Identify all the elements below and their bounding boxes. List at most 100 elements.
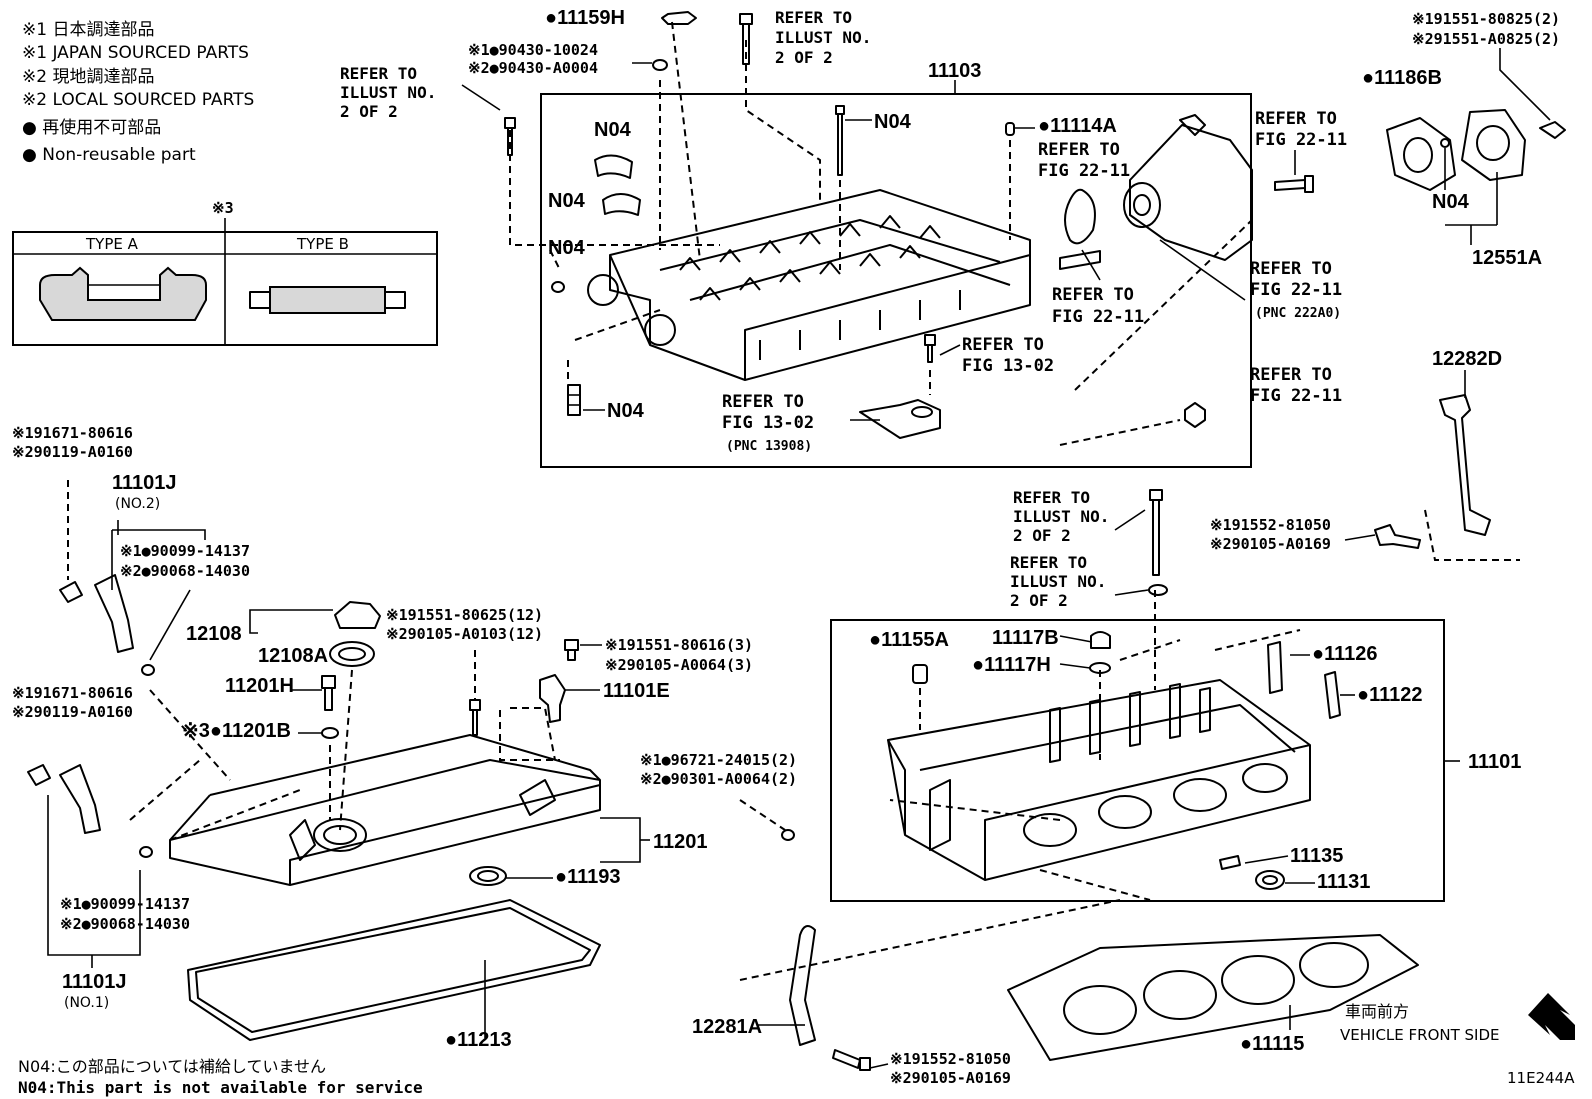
label-11101J-top: 11101J: [112, 472, 177, 494]
camshaft-box-hardware: [835, 105, 1314, 446]
label-ref-r2-a: REFER TO: [1010, 553, 1087, 572]
label-ref-top-3: 2 OF 2: [775, 48, 833, 67]
label-ref-fig5-b: FIG 22-11: [1250, 386, 1342, 406]
label-n04-a: N04: [594, 119, 632, 141]
camshaft-housing-drawing: [587, 189, 1031, 381]
label-290119-A0160-b: ※290119-A0160: [12, 703, 133, 721]
type-b-label: TYPE B: [296, 235, 349, 253]
label-191552-81050-top: ※191552-81050: [1210, 516, 1331, 534]
label-ref-left-1: REFER TO: [340, 64, 417, 83]
label-ref-fig5-a: REFER TO: [1250, 365, 1332, 385]
label-ref-fig13-a: REFER TO: [962, 335, 1044, 355]
label-n04-d: N04: [607, 400, 645, 422]
label-12281A: 12281A: [692, 1016, 762, 1038]
label-90099-bot: ※1●90099-14137: [60, 895, 190, 913]
label-ref-left-3: 2 OF 2: [340, 102, 398, 121]
legend-line-6: ● Non-reusable part: [22, 145, 196, 165]
label-11114A: ●11114A: [1038, 115, 1117, 137]
label-ref-fig2-a: REFER TO: [1255, 109, 1337, 129]
label-11101J-bot: 11101J: [62, 971, 127, 993]
label-290105-A0064: ※290105-A0064(3): [605, 656, 753, 674]
label-12282D: 12282D: [1432, 348, 1502, 370]
label-n04-c: N04: [548, 237, 586, 259]
label-11117B: 11117B: [992, 627, 1059, 649]
label-11201H: 11201H: [225, 675, 294, 697]
label-11101E: 11101E: [603, 680, 670, 702]
legend-line-1: ※1 日本調達部品: [22, 20, 154, 40]
label-ref-fig13-e: (PNC 13908): [726, 439, 812, 454]
label-front-jp: 車両前方: [1345, 1002, 1409, 1021]
head-gasket-drawing: [739, 869, 1419, 1061]
label-ref-r1-c: 2 OF 2: [1013, 526, 1071, 545]
label-ref-fig13-d: FIG 13-02: [722, 413, 814, 433]
label-11155A: ●11155A: [869, 629, 949, 651]
label-ref-fig4-b: FIG 22-11: [1250, 280, 1342, 300]
label-front-en: VEHICLE FRONT SIDE: [1340, 1026, 1500, 1044]
label-ref-fig4-c: (PNC 222A0): [1255, 306, 1341, 321]
label-11117H: ●11117H: [972, 654, 1051, 676]
engine-hanger-front: [789, 925, 871, 1071]
label-11101J-bot-sub: (NO.1): [64, 995, 109, 1011]
label-90301: ※2●90301-A0064(2): [640, 770, 797, 788]
label-ref-r1-b: ILLUST NO.: [1013, 507, 1109, 526]
label-12108A: 12108A: [258, 645, 328, 667]
label-11159H: ●11159H: [545, 7, 625, 29]
legend: ※1 日本調達部品 ※1 JAPAN SOURCED PARTS ※2 現地調達…: [22, 20, 254, 165]
legend-line-5: ● 再使用不可部品: [22, 117, 161, 138]
cylinder-head-drawing: [887, 489, 1341, 890]
label-191671-80616-b: ※191671-80616: [12, 684, 133, 702]
label-11122: ●11122: [1357, 684, 1423, 706]
label-ref-fig2-b: FIG 22-11: [1255, 130, 1347, 150]
label-191671-80616-a: ※191671-80616: [12, 424, 133, 442]
label-11201: 11201: [653, 831, 708, 853]
label-11186B: ●11186B: [1362, 67, 1442, 89]
legend-line-4: ※2 LOCAL SOURCED PARTS: [22, 90, 254, 110]
right-top-parts: [1386, 48, 1566, 245]
label-ref-r1-a: REFER TO: [1013, 488, 1090, 507]
type-a-label: TYPE A: [85, 235, 139, 253]
type-a-seal-shape: [39, 266, 207, 321]
label-90430-A0004: ※2●90430-A0004: [468, 59, 598, 77]
type-b-bushing-shape: [269, 286, 386, 314]
label-11115: ●11115: [1240, 1033, 1304, 1055]
label-290105-A0169-top: ※290105-A0169: [1210, 535, 1331, 553]
label-ref-top-1: REFER TO: [775, 8, 852, 27]
camshaft-housing-group-box: [540, 93, 1252, 468]
legend-line-3: ※2 現地調達部品: [22, 67, 154, 87]
label-90068-top: ※2●90068-14030: [120, 562, 250, 580]
oil-control-valves: [27, 480, 206, 968]
label-11193: ●11193: [555, 866, 621, 888]
label-191551-80825: ※191551-80825(2): [1412, 10, 1560, 28]
engine-hanger-rear: [1374, 370, 1520, 561]
label-90099-top: ※1●90099-14137: [120, 542, 250, 560]
label-290105-A0169-bot: ※290105-A0169: [890, 1069, 1011, 1087]
label-90068-bot: ※2●90068-14030: [60, 915, 190, 933]
footnote-jp: N04:この部品については補給していません: [18, 1057, 326, 1076]
label-290105-A0103: ※290105-A0103(12): [386, 625, 543, 643]
bearing-caps: [551, 154, 641, 416]
label-191552-81050-bot: ※191552-81050: [890, 1050, 1011, 1068]
label-191551-80625: ※191551-80625(12): [386, 606, 543, 624]
label-ref-fig1-b: FIG 22-11: [1038, 161, 1130, 181]
label-11101: 11101: [1468, 751, 1521, 773]
label-diagram-code: 11E244A: [1507, 1069, 1575, 1087]
footnotes: N04:この部品については補給していません N04:This part is n…: [18, 1057, 423, 1097]
label-11131: 11131: [1317, 871, 1370, 893]
legend-line-2: ※1 JAPAN SOURCED PARTS: [22, 43, 249, 63]
label-11103: 11103: [928, 60, 981, 82]
label-291551-A0825: ※291551-A0825(2): [1412, 30, 1560, 48]
footnote-en: N04:This part is not available for servi…: [18, 1078, 423, 1097]
label-11126: ●11126: [1312, 643, 1378, 665]
label-ref-fig3-a: REFER TO: [1052, 285, 1134, 305]
label-96721: ※1●96721-24015(2): [640, 751, 797, 769]
leader-lines: [290, 62, 1376, 1069]
label-12551A: 12551A: [1472, 247, 1542, 269]
label-11213: ●11213: [445, 1029, 512, 1051]
label-11101J-top-sub: (NO.2): [115, 496, 160, 512]
label-191551-80616: ※191551-80616(3): [605, 636, 753, 654]
label-n04-b: N04: [548, 190, 586, 212]
label-90430-10024: ※1●90430-10024: [468, 41, 598, 59]
type-table-note: ※3: [212, 199, 234, 217]
label-11135: 11135: [1290, 845, 1343, 867]
